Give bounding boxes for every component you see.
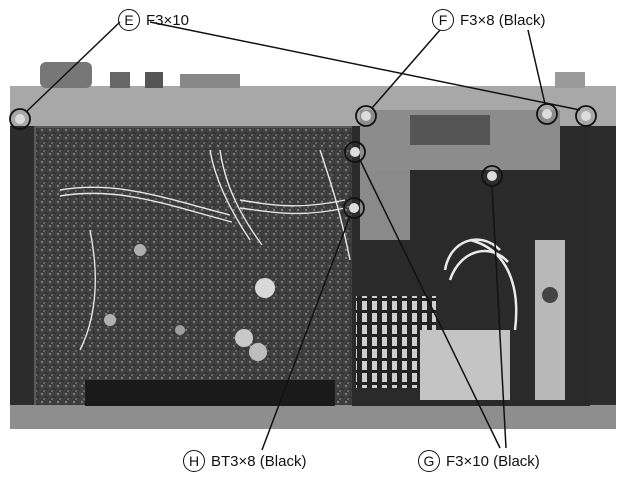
callout-h: H BT3×8 (Black) (183, 450, 306, 472)
main-board (36, 128, 352, 410)
knob (40, 62, 92, 88)
capacitor (104, 314, 116, 326)
callout-f-text: F3×8 (Black) (460, 11, 546, 29)
callout-f: F F3×8 (Black) (432, 9, 545, 31)
screw-f-circle-1 (355, 105, 377, 127)
wire-bundle (59, 149, 351, 351)
screw-e-circle (9, 108, 31, 130)
screw-g-circle-1 (344, 141, 366, 163)
leader-g-2 (491, 185, 507, 449)
left-rail (10, 126, 34, 426)
leader-g-1 (359, 159, 501, 449)
capacitor (249, 343, 267, 361)
knob (145, 72, 163, 88)
callout-e-text: F3×10 (146, 11, 189, 29)
callout-g-text: F3×10 (Black) (446, 452, 540, 470)
right-cables (443, 238, 518, 331)
bottom-lip (10, 405, 616, 429)
right-rail (590, 126, 616, 426)
callout-e-letter: E (118, 9, 140, 31)
capacitor (134, 244, 146, 256)
switch-knob (542, 287, 558, 303)
capacitor (235, 329, 253, 347)
leader-e-1 (25, 21, 121, 113)
callout-h-letter: H (183, 450, 205, 472)
switch-board (535, 240, 565, 400)
connector (555, 72, 585, 88)
screw-h-circle (343, 197, 365, 219)
leader-f-1 (371, 29, 441, 109)
capacitor (175, 325, 185, 335)
capacitor (255, 278, 275, 298)
leader-f-2 (527, 29, 546, 105)
knob (110, 72, 130, 88)
bracket-detail (410, 115, 490, 145)
callout-e: E F3×10 (118, 9, 189, 31)
callout-g-letter: G (418, 450, 440, 472)
connector (180, 74, 240, 88)
callout-f-letter: F (432, 9, 454, 31)
callout-g: G F3×10 (Black) (418, 450, 540, 472)
power-block (420, 330, 510, 400)
bottom-terminals (85, 380, 335, 406)
leader-h (261, 215, 351, 451)
screw-e-circle-2 (575, 105, 597, 127)
transformer (360, 170, 410, 240)
callout-h-text: BT3×8 (Black) (211, 452, 307, 470)
leader-e-2 (149, 21, 581, 111)
